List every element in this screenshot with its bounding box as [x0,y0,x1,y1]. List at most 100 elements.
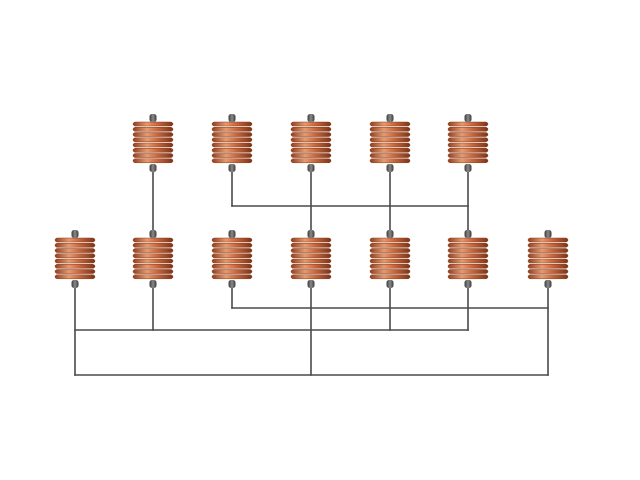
coil-winding [132,243,174,248]
coil-winding [447,243,489,248]
coil-winding [290,158,332,164]
lower-coil-5-terminal-bottom [386,280,394,288]
coil-winding [290,142,332,148]
coil-winding [54,237,96,243]
coil-winding [211,127,253,132]
upper-coil-3 [290,121,332,164]
coil-winding [369,243,411,248]
lower-coil-2-terminal-top [149,230,157,238]
upper-coil-5-terminal-bottom [464,164,472,172]
coil-winding [54,253,96,259]
coil-winding [369,137,411,143]
coil-winding [447,253,489,259]
coil-winding [211,142,253,148]
upper-coil-2-terminal-top [228,114,236,122]
coil-winding [369,253,411,259]
wire-network [74,167,549,376]
coil-winding [290,237,332,243]
coil-winding [369,142,411,148]
coil-winding [369,258,411,264]
coil-winding [132,148,174,153]
coil-winding [369,274,411,280]
coil-winding [132,142,174,148]
upper-coil-5 [447,121,489,164]
lower-coil-1-terminal-top [71,230,79,238]
lower-coil-7 [527,237,569,280]
coil-winding [132,127,174,132]
coil-winding [527,237,569,243]
coil-winding [369,264,411,269]
upper-coil-1-terminal-bottom [149,164,157,172]
upper-coil-4-terminal-top [386,114,394,122]
coil-winding [132,121,174,127]
lower-coil-7-terminal-top [544,230,552,238]
upper-coil-4 [369,121,411,164]
coil-winding [447,248,489,253]
coil-winding [132,132,174,137]
coil-winding [447,127,489,132]
coil-winding [369,237,411,243]
upper-coil-3-terminal-bottom [307,164,315,172]
upper-coil-2 [211,121,253,164]
coil-winding [527,264,569,269]
coil-winding [211,274,253,280]
lower-coil-4-terminal-top [307,230,315,238]
coil-winding [527,274,569,280]
coil-winding [447,264,489,269]
coil-winding [132,264,174,269]
coil-winding [132,137,174,143]
coil-winding [527,248,569,253]
coil-winding [447,121,489,127]
coil-winding [447,132,489,137]
upper-coil-3-terminal-top [307,114,315,122]
lower-coil-2 [132,237,174,280]
coil-winding [290,127,332,132]
coil-winding [211,269,253,274]
coil-winding [290,248,332,253]
coil-winding [527,243,569,248]
coil-winding [447,137,489,143]
coil-winding [290,153,332,158]
coil-winding [447,269,489,274]
coil-winding [132,274,174,280]
upper-coil-1-terminal-top [149,114,157,122]
coil-winding [447,274,489,280]
coil-winding [369,269,411,274]
coil-winding [290,269,332,274]
coil-winding [527,253,569,259]
coil-winding [290,274,332,280]
upper-coil-4-terminal-bottom [386,164,394,172]
coil-winding [290,264,332,269]
coil-winding [132,153,174,158]
coil-winding [447,153,489,158]
lower-coil-3-terminal-top [228,230,236,238]
lower-coil-5 [369,237,411,280]
lower-coil-3-terminal-bottom [228,280,236,288]
coil-winding [54,269,96,274]
lower-coil-1 [54,237,96,280]
coil-winding [211,248,253,253]
coil-winding [211,148,253,153]
coil-winding [447,148,489,153]
coil-winding [54,264,96,269]
coil-winding [527,269,569,274]
coil-winding [447,142,489,148]
coil-winding [290,258,332,264]
coil-winding [369,148,411,153]
coil-winding [290,148,332,153]
lower-coil-6-terminal-top [464,230,472,238]
coil-winding [290,137,332,143]
coil-winding [369,248,411,253]
lower-coil-1-terminal-bottom [71,280,79,288]
upper-coil-1 [132,121,174,164]
coil-winding [290,253,332,259]
coil-winding [54,274,96,280]
lower-coil-6 [447,237,489,280]
coil-winding [369,127,411,132]
coil-winding [132,158,174,164]
coil-winding [290,243,332,248]
coil-winding [211,153,253,158]
coil-winding [132,253,174,259]
